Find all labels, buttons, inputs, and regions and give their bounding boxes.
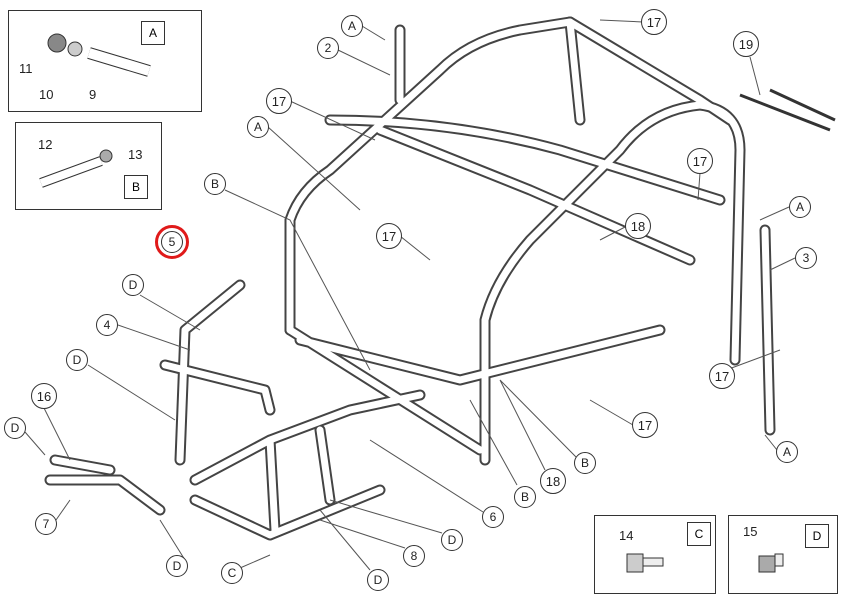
highlighted-callout-5[interactable]: 5	[155, 225, 189, 259]
callout-label: 5	[161, 231, 183, 253]
callout[interactable]: B	[514, 486, 536, 508]
detail-box-c: C 14	[594, 515, 716, 594]
detail-tag: A	[141, 21, 165, 45]
callout[interactable]: 16	[31, 383, 57, 409]
leader-lines	[24, 19, 836, 571]
detail-box-d: D 15	[728, 515, 838, 594]
rear-hoop	[284, 16, 736, 336]
callout[interactable]: A	[776, 441, 798, 463]
detail-box-b: B 12 13	[15, 122, 162, 210]
callout[interactable]: C	[221, 562, 243, 584]
callout[interactable]: B	[574, 452, 596, 474]
callout[interactable]: A	[247, 116, 269, 138]
callout[interactable]: D	[166, 555, 188, 577]
callout[interactable]: 19	[733, 31, 759, 57]
callout[interactable]: 8	[403, 545, 425, 567]
callout[interactable]: 17	[709, 363, 735, 389]
callout[interactable]: D	[441, 529, 463, 551]
callout[interactable]: 3	[795, 247, 817, 269]
callout[interactable]: 18	[625, 213, 651, 239]
part-number: 12	[38, 137, 53, 152]
callout[interactable]: A	[341, 15, 363, 37]
detail-tag: D	[805, 524, 829, 548]
callout[interactable]: 18	[540, 468, 566, 494]
callout[interactable]: 6	[482, 506, 504, 528]
callout[interactable]: D	[122, 274, 144, 296]
detail-box-a: A 11 10 9	[8, 10, 202, 112]
callout[interactable]: 2	[317, 37, 339, 59]
callout[interactable]: 4	[96, 314, 118, 336]
part-number: 10	[39, 87, 54, 102]
part-number: 15	[743, 524, 758, 539]
callout[interactable]: 17	[266, 88, 292, 114]
callout[interactable]: D	[66, 349, 88, 371]
callout[interactable]: D	[367, 569, 389, 591]
part-number: 14	[619, 528, 634, 543]
part-number: 11	[19, 61, 33, 76]
callout[interactable]: A	[789, 196, 811, 218]
callout[interactable]: D	[4, 417, 26, 439]
callout[interactable]: 17	[632, 412, 658, 438]
callout[interactable]: 17	[376, 223, 402, 249]
part-number: 9	[89, 87, 97, 102]
part-number: 13	[128, 147, 143, 162]
callout[interactable]: 7	[35, 513, 57, 535]
callout[interactable]: B	[204, 173, 226, 195]
detail-tag: C	[687, 522, 711, 546]
callout[interactable]: 17	[687, 148, 713, 174]
detail-tag: B	[124, 175, 148, 199]
callout[interactable]: 17	[641, 9, 667, 35]
